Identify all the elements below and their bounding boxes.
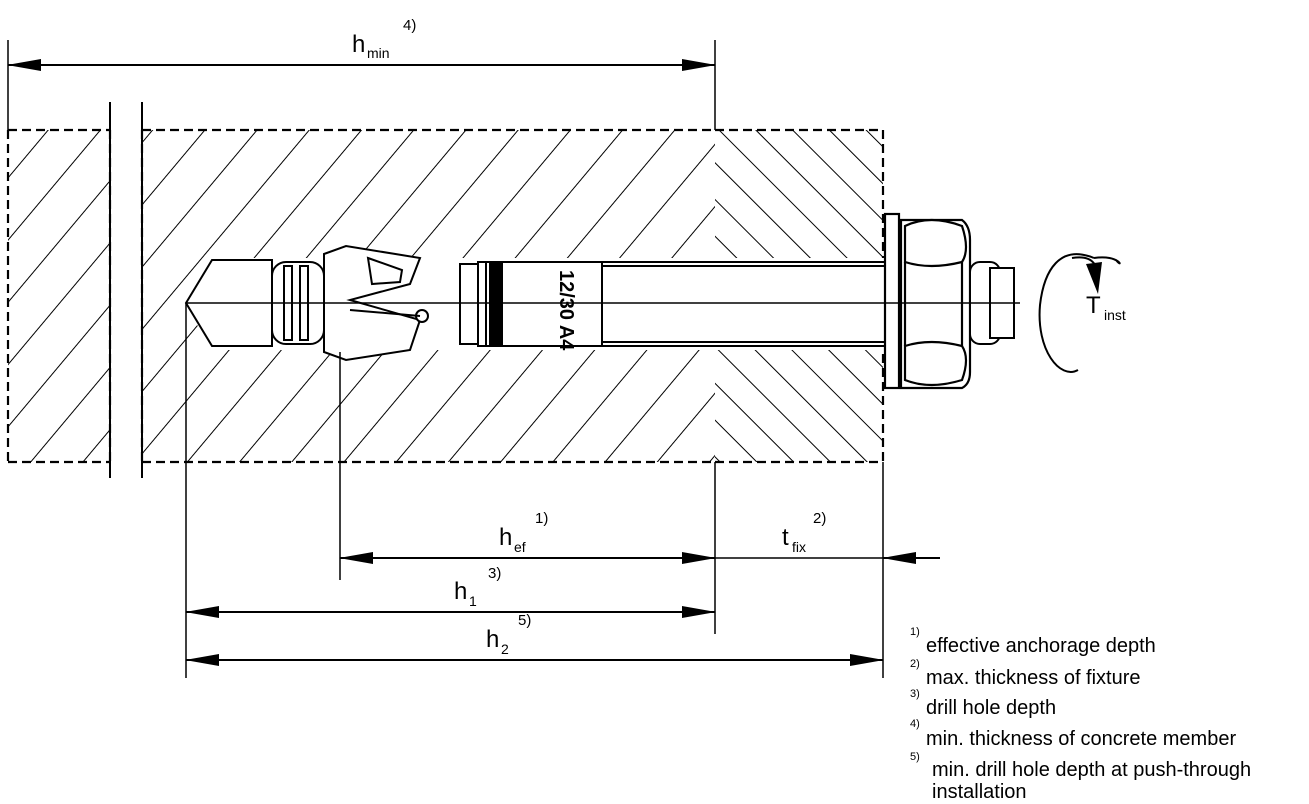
- tfix-base: t: [782, 524, 789, 551]
- footnote-2-text: max. thickness of fixture: [926, 667, 1141, 689]
- torque-label: T: [1086, 292, 1101, 319]
- footnote-3-text: drill hole depth: [926, 697, 1056, 719]
- footnote-1-num: 1): [910, 626, 920, 638]
- hef-base: h: [499, 524, 512, 551]
- h1-sub: 1: [469, 593, 477, 609]
- footnote-2-num: 2): [910, 658, 920, 670]
- footnotes: 1) effective anchorage depth 2) max. thi…: [910, 626, 1251, 803]
- h1-note: 3): [488, 565, 501, 582]
- hmin-sub: min: [367, 45, 390, 61]
- washer: [883, 212, 901, 390]
- dimension-hmin: h min 4): [7, 17, 716, 130]
- dimension-tfix: t fix 2): [715, 510, 940, 564]
- h2-base: h: [486, 626, 499, 653]
- h2-note: 5): [518, 612, 531, 629]
- dimension-hef: h ef 1): [339, 510, 716, 564]
- footnote-3-num: 3): [910, 688, 920, 700]
- hef-sub: ef: [514, 539, 526, 555]
- hmin-note: 4): [403, 17, 416, 34]
- footnote-5-text-cont: installation: [932, 781, 1027, 803]
- footnote-4-num: 4): [910, 718, 920, 730]
- hef-note: 1): [535, 510, 548, 527]
- h2-sub: 2: [501, 641, 509, 657]
- dimension-h2: h 2 5): [185, 612, 884, 666]
- footnote-1-text: effective anchorage depth: [926, 635, 1156, 657]
- anchor-marking: 12/30 A4: [555, 270, 577, 351]
- tfix-sub: fix: [792, 539, 806, 555]
- torque-arrow-icon: [1038, 253, 1121, 373]
- dimension-h1: h 1 3): [185, 565, 716, 618]
- footnote-4-text: min. thickness of concrete member: [926, 728, 1236, 750]
- footnote-5-text: min. drill hole depth at push-through: [932, 759, 1251, 781]
- hmin-base: h: [352, 31, 365, 58]
- tfix-note: 2): [813, 510, 826, 527]
- torque-label-sub: inst: [1104, 307, 1126, 323]
- footnote-5-num: 5): [910, 751, 920, 763]
- h1-base: h: [454, 578, 467, 605]
- hex-nut: [899, 218, 972, 390]
